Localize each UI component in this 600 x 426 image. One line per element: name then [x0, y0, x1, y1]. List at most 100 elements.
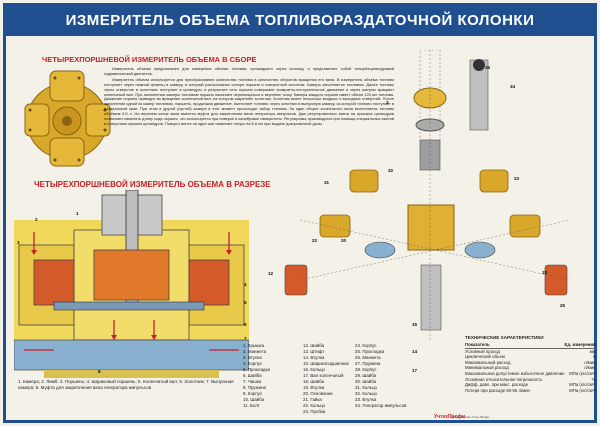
tech-cell: мм	[589, 348, 596, 354]
legend-item: 7. Чашка	[243, 379, 262, 384]
exploded-label-31: 31	[324, 180, 330, 185]
tech-cell: л	[592, 354, 596, 360]
parts-legend: 1. Крышка 2. Манжета 3. Втулка 4. Корпус…	[243, 343, 458, 414]
legend-item: 8. Пружина	[243, 385, 266, 390]
legend-item: 12. Шайба	[303, 343, 325, 348]
description-text: Измеритель объема предназначен для измер…	[104, 67, 394, 189]
tech-cell: Максимальное допустимое избыточное давле…	[465, 370, 565, 376]
brand-logo: УчтехПрофи	[434, 414, 466, 420]
legend-item: 22. Кольцо	[303, 403, 325, 408]
legend-item: 1. Крышка	[243, 343, 265, 348]
legend-column-3: 24. Корпус 25. Прокладка 26. Манжета 27.…	[355, 343, 425, 409]
section-label-3: 3	[17, 240, 20, 245]
legend-item: 23. Пробка	[303, 409, 326, 414]
tech-cell: Потеря при расходе 50-55 л/мин	[465, 387, 530, 393]
section-label-8: 8	[98, 369, 101, 374]
legend-column-1: 1. Крышка 2. Манжета 3. Втулка 4. Корпус…	[243, 343, 313, 409]
tech-cell: Максимальный расход	[465, 359, 511, 365]
tech-cell: Основная относительная погрешность	[465, 376, 543, 382]
tech-cell: МПа (кгс/см²)	[569, 370, 596, 376]
tech-cell: Условный проход	[465, 348, 500, 354]
tech-cell: МПа (кгс/см²)	[569, 387, 596, 393]
legend-item: 27. Пружина	[355, 361, 381, 366]
legend-item: 30. Шайба	[355, 379, 377, 384]
table-row: Потеря при расходе 50-55 л/мин МПа (кгс/с…	[465, 388, 596, 394]
table-row: Циклический объем л	[465, 354, 596, 360]
legend-item: 18. Шайба	[303, 379, 325, 384]
exploded-label-12: 12	[268, 271, 274, 276]
legend-item: 20. Основание	[303, 391, 333, 396]
table-row: Основная относительная погрешность%	[465, 377, 596, 383]
section-label-4: 4	[244, 282, 247, 287]
table-row: Минимальный расход л/мин	[465, 365, 596, 371]
legend-column-2: 12. Шайба 13. Штифт 14. Втулка 15. Шарик…	[303, 343, 373, 415]
tech-header: ТЕХНИЧЕСКИЕ ХАРАКТЕРИСТИКИ	[465, 335, 544, 340]
tech-cell: л/мин	[584, 365, 596, 371]
exploded-label-14: 14	[412, 349, 418, 354]
tech-cell: Циклический объем	[465, 354, 505, 360]
section-label-7: 7	[244, 336, 247, 341]
legend-item: 17. Вал коленчатый	[303, 373, 344, 378]
footer-copyright: © Издательство Учтех-Профи	[450, 415, 489, 419]
exploded-label-20: 20	[341, 238, 347, 243]
legend-item: 13. Штифт	[303, 349, 325, 354]
table-row: Дифф. давл. при макс. расходе МПа (кгс/см…	[465, 382, 596, 388]
tech-col-name: Показатель	[465, 342, 565, 349]
legend-item: 24. Корпус	[355, 343, 377, 348]
section-label-6: 6	[244, 322, 247, 327]
exploded-label-35: 35	[485, 65, 491, 70]
legend-item: 33. Втулка	[355, 397, 377, 402]
section-label-1: 1	[76, 211, 79, 216]
tech-cell: Минимальный расход	[465, 365, 509, 371]
exploded-label-15: 15	[412, 322, 418, 327]
legend-item: 6. Шайба	[243, 373, 262, 378]
legend-item: 25. Прокладка	[355, 349, 385, 354]
legend-item: 19. Втулка	[303, 385, 325, 390]
legend-item: 28. Корпус	[355, 367, 377, 372]
tech-cell: МПа (кгс/см²)	[569, 382, 596, 388]
legend-item: 31. Кольцо	[355, 385, 377, 390]
exploded-view-illustration	[284, 50, 571, 340]
tech-table-header-row: Показатель Ед. измерения	[465, 342, 596, 349]
tech-cell: %	[591, 376, 596, 382]
legend-item: 9. Корпус	[243, 391, 263, 396]
section-label-2: 2	[35, 217, 38, 222]
tech-cell: л/мин	[584, 359, 596, 365]
exploded-label-23: 23	[542, 270, 548, 275]
legend-item: 32. Кольцо	[355, 391, 377, 396]
tech-table: Показатель Ед. измерения Условный проход…	[465, 342, 596, 393]
legend-item: 2. Манжета	[243, 349, 267, 354]
assembled-meter-illustration	[24, 70, 111, 167]
subtitle-section: ЧЕТЫРЕХПОРШНЕВОЙ ИЗМЕРИТЕЛЬ ОБЪЕМА В РАЗ…	[34, 180, 271, 189]
description-paragraph-2: Измеритель объема используется для преоб…	[104, 76, 394, 126]
legend-item: 34. Генератор импульсов	[355, 403, 407, 408]
cross-section-illustration	[14, 190, 249, 378]
legend-item: 16. Кольцо	[303, 367, 325, 372]
legend-item: 29. Шайба	[355, 373, 377, 378]
exploded-label-34: 34	[510, 84, 516, 89]
legend-item: 5. Прокладка	[243, 367, 270, 372]
tech-col-unit: Ед. измерения	[564, 342, 596, 349]
table-row: Максимальное допустимое избыточное давле…	[465, 371, 596, 377]
table-row: Максимальный расход л/мин	[465, 360, 596, 366]
poster-frame	[3, 3, 597, 423]
legend-item: 21. Гайка	[303, 397, 322, 402]
legend-item: 4. Корпус	[243, 361, 263, 366]
page-title: ИЗМЕРИТЕЛЬ ОБЪЕМА ТОПЛИВОРАЗДАТОЧНОЙ КОЛ…	[6, 6, 594, 36]
subtitle-assembled: ЧЕТЫРЕХПОРШНЕВОЙ ИЗМЕРИТЕЛЬ ОБЪЕМА В СБО…	[42, 55, 257, 64]
legend-item: 26. Манжета	[355, 355, 381, 360]
exploded-label-17: 17	[412, 368, 418, 373]
description-paragraph-1: Измеритель объема предназначен для измер…	[104, 67, 394, 76]
legend-item: 14. Втулка	[303, 355, 325, 360]
legend-item: 11. Болт	[243, 403, 260, 408]
tech-cell: Дифф. давл. при макс. расходе	[465, 382, 529, 388]
legend-item: 10. Шайба	[243, 397, 265, 402]
section-caption: 1. Камера; 2. Лимб; 3. Поршень; 4. Шарик…	[18, 379, 234, 390]
exploded-label-32: 32	[388, 168, 394, 173]
exploded-label-3: 3	[386, 100, 389, 105]
section-label-5: 5	[244, 300, 247, 305]
exploded-label-25: 25	[560, 303, 566, 308]
legend-item: 3. Втулка	[243, 355, 262, 360]
table-row: Условный проход мм	[465, 348, 596, 354]
technical-specs: ТЕХНИЧЕСКИЕ ХАРАКТЕРИСТИКИ Показатель Ед…	[465, 335, 596, 415]
